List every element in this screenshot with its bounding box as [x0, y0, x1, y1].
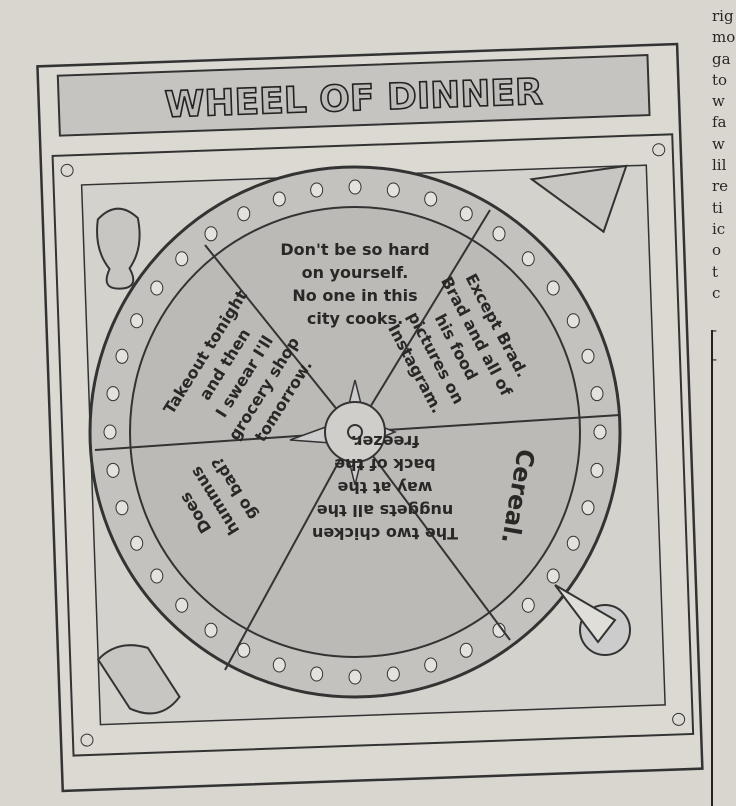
column-text-fragment: w	[712, 134, 725, 153]
title-banner	[56, 54, 651, 137]
wheel-peg	[272, 657, 286, 673]
segment-line: The two chicken	[312, 524, 458, 543]
wheel-peg	[566, 313, 580, 329]
segment-line: back of the	[334, 455, 436, 474]
column-text-fragment: -	[712, 321, 718, 340]
wheel-peg	[581, 500, 595, 516]
wheel-peg	[150, 568, 164, 584]
column-text-fragment: mo	[712, 28, 736, 47]
wheel-peg	[115, 348, 129, 364]
wheel-peg	[175, 597, 189, 613]
inner-border	[51, 133, 695, 757]
wheel-peg	[310, 182, 324, 198]
segment-line: nuggets all the	[317, 501, 454, 520]
segment-line: on yourself.	[302, 263, 409, 282]
wheel-peg	[424, 657, 438, 673]
wheel-peg	[237, 642, 251, 658]
wheel-peg	[204, 622, 218, 638]
drumstick-drawing	[96, 207, 141, 290]
wheel-peg	[204, 226, 218, 242]
wheel-peg	[521, 251, 535, 267]
wheel-peg	[492, 226, 506, 242]
corner-rivet	[80, 733, 94, 747]
wheel-peg	[272, 191, 286, 207]
wheel-peg	[566, 535, 580, 551]
segment-line: way at the	[337, 478, 432, 497]
column-text-fragment: to	[712, 70, 728, 89]
wheel-peg	[130, 313, 144, 329]
column-text-fragment: c	[712, 283, 721, 302]
column-text-fragment: lil	[712, 156, 727, 175]
wheel-peg	[237, 206, 251, 222]
wheel-peg	[492, 622, 506, 638]
column-text-fragment: w	[712, 92, 725, 111]
column-text-fragment: ga	[712, 49, 731, 68]
column-text-fragment: o	[712, 241, 722, 260]
wheel-peg	[590, 386, 604, 402]
corner-rivet	[672, 712, 686, 726]
column-text-fragment: t	[712, 262, 719, 281]
wheel-peg	[348, 669, 362, 685]
column-text-fragment: -	[712, 350, 718, 369]
column-text-fragment: fa	[712, 113, 727, 132]
segment-line: Don't be so hard	[280, 240, 429, 259]
wheel-peg	[459, 642, 473, 658]
corner-rivet	[60, 163, 74, 177]
wheel-peg	[115, 500, 129, 516]
column-text-fragment: rig	[712, 7, 734, 25]
hub	[324, 401, 386, 463]
wheel-peg	[521, 597, 535, 613]
corner-rivet	[652, 143, 666, 157]
wheel-peg	[459, 206, 473, 222]
wheel-peg	[546, 280, 560, 296]
wheel-peg	[581, 348, 595, 364]
wheel-peg	[593, 424, 607, 440]
pizza-slice-drawing	[529, 164, 628, 234]
wheel-peg	[348, 179, 362, 195]
wheel-peg	[106, 386, 120, 402]
pasta-drawing	[96, 644, 181, 715]
wheel-pointer	[554, 584, 631, 656]
wheel-peg	[424, 191, 438, 207]
segment-line: No one in this	[292, 286, 417, 305]
segment-line: freezer.	[351, 432, 419, 451]
wheel-peg	[546, 568, 560, 584]
wheel-peg	[130, 535, 144, 551]
wheel-peg	[590, 462, 604, 478]
wheel-peg	[150, 280, 164, 296]
wheel-peg	[175, 251, 189, 267]
wheel-peg	[103, 424, 117, 440]
wheel-segment-text: Don't be so hard on yourself. No one in th…	[280, 240, 429, 328]
column-text-fragment: re	[712, 177, 729, 196]
dinner-wheel	[88, 165, 622, 699]
column-text-fragment: ic	[712, 219, 726, 238]
wheel-peg	[386, 666, 400, 682]
wheel-peg	[106, 462, 120, 478]
wheel-segment-text: The two chicken nuggets all the way at the…	[312, 432, 458, 543]
wheel-peg	[310, 666, 324, 682]
wheel-peg	[386, 182, 400, 198]
segment-line: city cooks.	[307, 309, 403, 328]
column-text-fragment: ti	[712, 198, 723, 217]
